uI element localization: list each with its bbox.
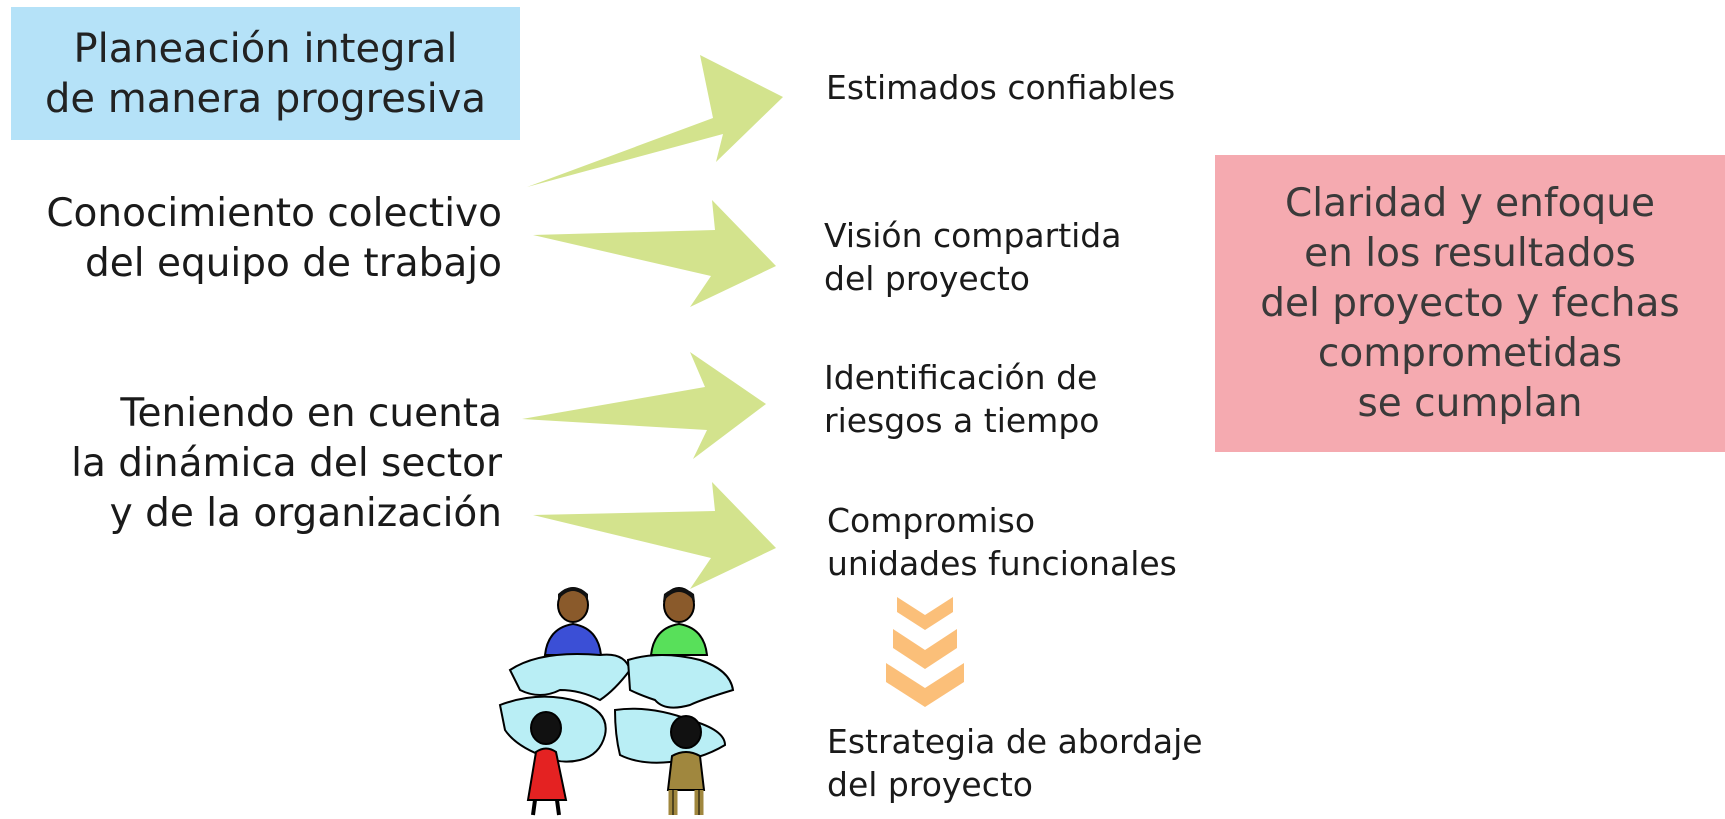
planning-title-box: Planeación integral de manera progresiva bbox=[11, 7, 520, 140]
outcome-risk-identification: Identificación de riesgos a tiempo bbox=[824, 358, 1100, 440]
result-text: Claridad y enfoque en los resultados del… bbox=[1260, 180, 1680, 426]
input-sector-dynamics: Teniendo en cuenta la dinámica del secto… bbox=[71, 391, 502, 536]
person-brown bbox=[666, 715, 706, 815]
planning-title-line2: de manera progresiva bbox=[45, 75, 486, 122]
puzzle-piece-1 bbox=[508, 653, 632, 702]
outcome-shared-vision: Visión compartida del proyecto bbox=[824, 216, 1122, 298]
result-box: Claridad y enfoque en los resultados del… bbox=[1215, 155, 1725, 452]
puzzle-piece-2 bbox=[626, 654, 735, 709]
arrow-to-estimates bbox=[527, 55, 783, 187]
outcome-reliable-estimates: Estimados confiables bbox=[826, 68, 1176, 107]
arrow-to-commitment bbox=[533, 482, 776, 589]
person-green bbox=[649, 587, 709, 656]
person-blue bbox=[543, 587, 603, 656]
teamwork-puzzle-illustration bbox=[498, 587, 735, 816]
chevrons-down-icon bbox=[886, 597, 964, 707]
planning-title-line1: Planeación integral bbox=[73, 25, 458, 72]
arrow-to-risk-identification bbox=[522, 352, 766, 459]
person-red bbox=[526, 711, 568, 816]
input-collective-knowledge: Conocimiento colectivo del equipo de tra… bbox=[46, 191, 502, 286]
strategy-text: Estrategia de abordaje del proyecto bbox=[827, 722, 1203, 804]
outcome-functional-commitment: Compromiso unidades funcionales bbox=[827, 501, 1177, 583]
puzzle-piece-4 bbox=[613, 707, 727, 764]
arrow-to-shared-vision bbox=[533, 200, 776, 307]
